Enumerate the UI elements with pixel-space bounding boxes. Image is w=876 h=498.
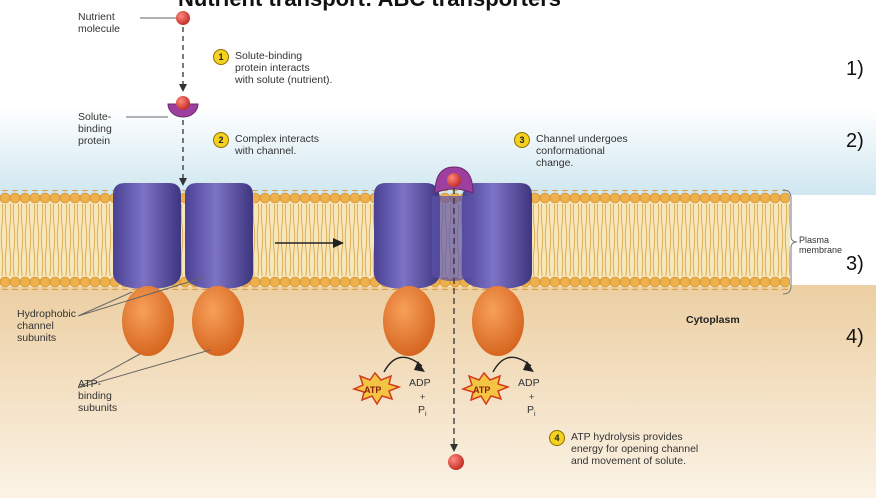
arrowhead-icon [333,238,344,248]
arrowhead-icon [179,84,187,92]
arrowhead-icon [414,361,425,372]
atp-binding-subunit [122,286,174,356]
arrowhead-icon [179,178,187,186]
phosphate-left: Pi [418,404,427,421]
hydrophobic-subunit [185,183,253,289]
side-number-1: 1) [846,58,864,80]
phosphate-sub: i [534,411,536,419]
side-number-4: 4) [846,326,864,348]
phosphate-p: P [527,404,535,416]
hydrophobic-subunit [113,183,181,289]
atp-binding-subunit [192,286,244,356]
atp-binding-subunit [383,286,435,356]
hydrophobic-subunit [462,183,532,289]
atp-label-left: ATP [364,385,382,395]
step-3-text: Channel undergoes conformational change. [536,133,628,169]
diagram-title: Nutrient transport: ABC transporters [178,0,561,12]
open-channel [432,196,472,281]
released-solute-icon [448,454,464,470]
solute-binding-protein-label: Solute- binding protein [78,111,112,147]
phosphate-right: Pi [527,404,536,421]
step-4-badge: 4 [549,430,565,446]
extracellular-space [0,0,876,195]
arrowhead-icon [523,361,534,372]
plus-right: + [529,392,535,402]
atp-label-right: ATP [473,385,491,395]
left-transporter [113,183,253,356]
arrowhead-icon [450,444,458,452]
step-1-text: Solute-binding protein interacts with so… [235,50,333,86]
plus-left: + [420,392,426,402]
phosphate-p: P [418,404,426,416]
step-3-badge: 3 [514,132,530,148]
plasma-membrane-label: Plasma membrane [799,235,843,255]
side-number-2: 2) [846,130,864,152]
atp-starburst-icon [460,371,511,406]
atp-starburst-icon [351,371,402,406]
hydrophobic-subunit [374,183,440,289]
atp-binding-subunit [472,286,524,356]
solute-binding-protein-icon [167,103,199,118]
hydrophobic-leader-line [77,276,206,317]
nutrient-molecule-label: Nutrient molecule [78,11,121,35]
adp-label-left: ADP [409,377,431,389]
solute-in-channel-icon [447,173,461,187]
step-2-badge: 2 [213,132,229,148]
atp-binding-subunits-label: ATP- binding subunits [78,378,118,414]
bound-solute-icon [176,96,190,110]
phosphate-sub: i [425,411,427,419]
step-1-badge: 1 [213,49,229,65]
right-transporter [374,166,532,356]
step-2-text: Complex interacts with channel. [235,133,320,157]
membrane-bracket [782,189,798,295]
side-number-3: 3) [846,253,864,275]
adp-label-right: ADP [518,377,540,389]
nutrient-molecule-icon [176,11,190,25]
step-4-text: ATP hydrolysis provides energy for openi… [571,431,699,467]
hydrophobic-subunits-label: Hydrophobic channel subunits [17,308,76,344]
cytoplasm-label: Cytoplasm [686,314,740,326]
atp-binding-leader-line [77,349,211,389]
